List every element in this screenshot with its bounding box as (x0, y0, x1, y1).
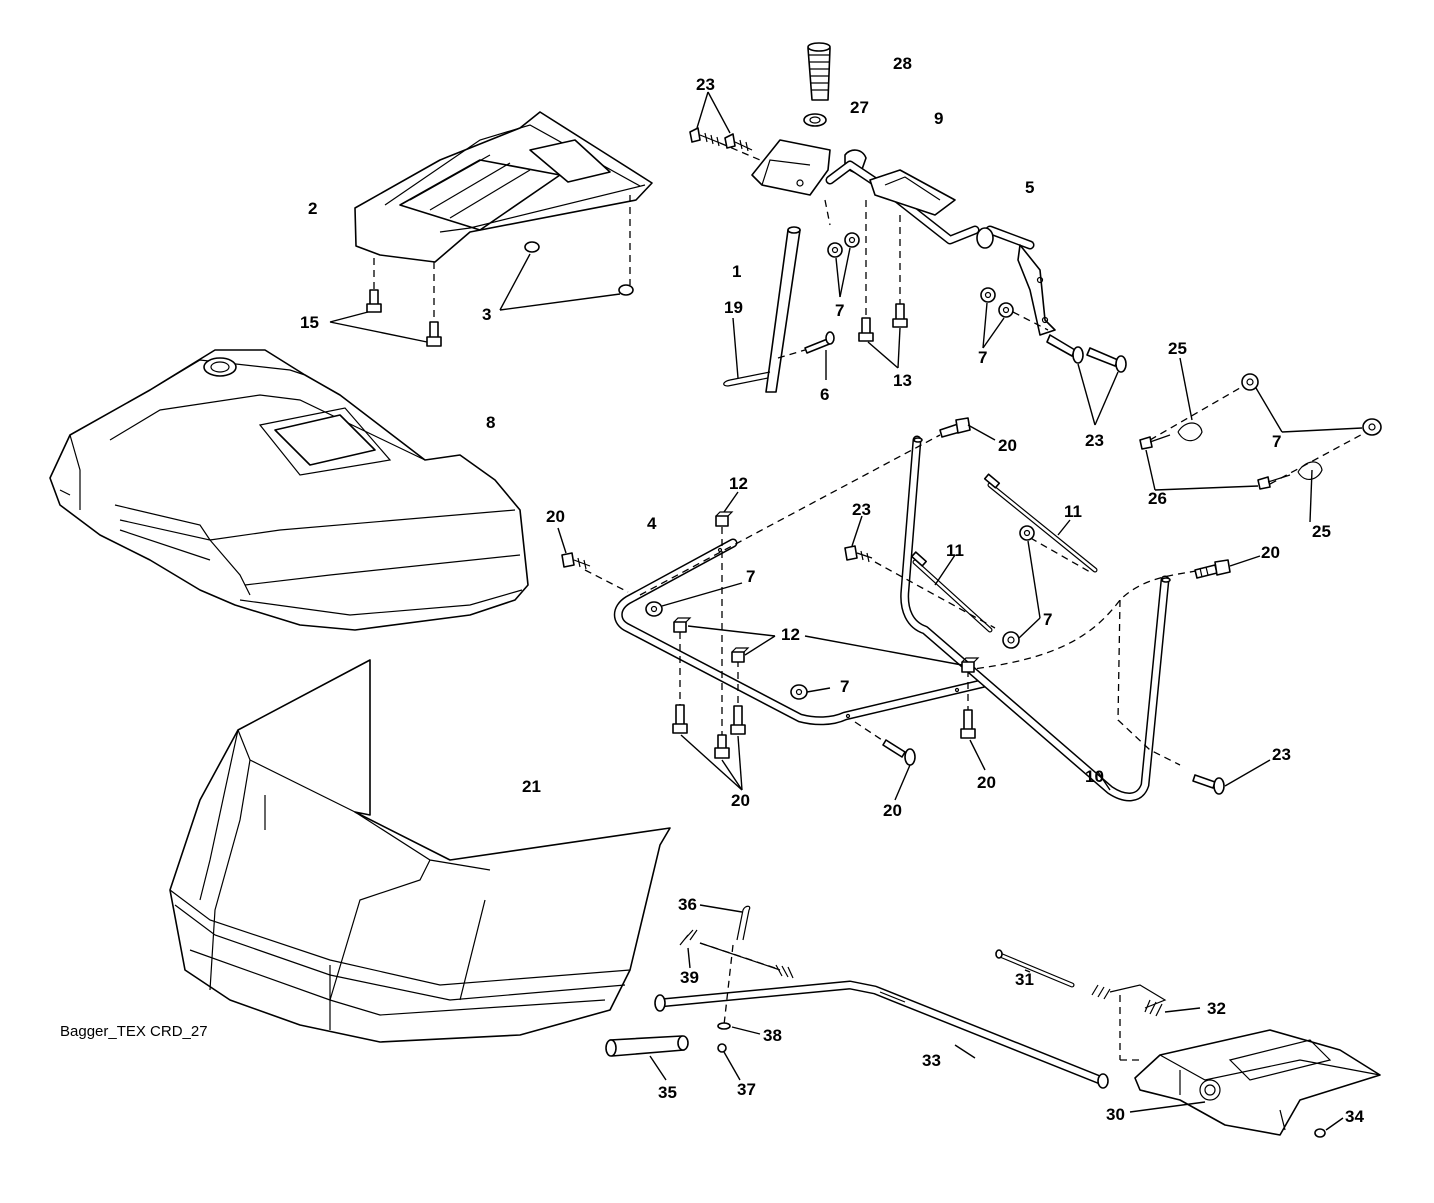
callout-23: 23 (1272, 745, 1291, 764)
callout-20: 20 (977, 773, 996, 792)
callout-15: 15 (300, 313, 319, 332)
callout-4: 4 (647, 514, 657, 533)
callout-34: 34 (1345, 1107, 1364, 1126)
part-32-spring (1091, 984, 1201, 1061)
part-13-bolts (858, 200, 908, 369)
callout-7: 7 (978, 348, 987, 367)
part-15-screws (329, 258, 442, 347)
callout-11: 11 (946, 541, 964, 560)
part-4-frame (613, 538, 990, 726)
part-33-handle (654, 980, 1109, 1089)
part-9-plate (869, 169, 956, 216)
callout-3: 3 (482, 305, 491, 324)
part-3-nuts (499, 195, 634, 311)
callout-7: 7 (1043, 610, 1052, 629)
callout-32: 32 (1207, 999, 1226, 1018)
diagram-caption: Bagger_TEX CRD_27 (60, 1023, 208, 1040)
part-10-frame (900, 435, 1171, 802)
part-35-grip (605, 1035, 689, 1081)
callout-12: 12 (729, 474, 748, 493)
part-30-deflector (1129, 1029, 1381, 1136)
part-28-grip (807, 42, 831, 101)
part-36-pin (699, 904, 751, 941)
part-2-top-cover (354, 111, 653, 263)
callout-20: 20 (1261, 543, 1280, 562)
callout-2: 2 (308, 199, 317, 218)
callout-1: 1 (732, 262, 741, 281)
callout-8: 8 (486, 413, 495, 432)
callout-19: 19 (724, 298, 743, 317)
part-12-square-nuts (673, 491, 980, 673)
part-11-links (910, 473, 1098, 633)
callout-20: 20 (998, 436, 1017, 455)
part-34-clip (1314, 1117, 1344, 1138)
callout-35: 35 (658, 1083, 677, 1102)
callout-37: 37 (737, 1080, 756, 1099)
part-21-bag (169, 659, 671, 1043)
callout-6: 6 (820, 385, 829, 404)
callout-23: 23 (696, 75, 715, 94)
part-6-pin (777, 331, 835, 380)
part-8-hood (49, 349, 529, 631)
callout-11: 11 (1064, 502, 1082, 521)
callout-25: 25 (1168, 339, 1187, 358)
callout-25: 25 (1312, 522, 1331, 541)
callout-12: 12 (781, 625, 800, 644)
part-7-nuts-upper (824, 199, 860, 298)
part-19-cotter-pin (723, 317, 771, 387)
callout-39: 39 (680, 968, 699, 987)
callout-7: 7 (835, 301, 844, 320)
callout-26: 26 (1148, 489, 1167, 508)
part-5-lever (825, 160, 1056, 336)
callout-13: 13 (893, 371, 912, 390)
part-23-bolts-right (1012, 311, 1127, 426)
part-25-26-pins (1139, 357, 1382, 523)
callout-20: 20 (546, 507, 565, 526)
part-27-washer (803, 113, 827, 127)
callout-5: 5 (1025, 178, 1034, 197)
callout-30: 30 (1106, 1105, 1125, 1124)
callout-31: 31 (1015, 970, 1034, 989)
part-7-nuts-right (980, 287, 1014, 349)
callout-23: 23 (1085, 431, 1104, 450)
callout-7: 7 (1272, 432, 1281, 451)
frame-assembly-lines (584, 434, 1201, 766)
callout-23: 23 (852, 500, 871, 519)
part-23-upper-bolts (689, 91, 761, 161)
callout-9: 9 (934, 109, 943, 128)
callout-36: 36 (678, 895, 697, 914)
callout-28: 28 (893, 54, 912, 73)
part-23-frame-bolts (844, 515, 1271, 795)
callout-7: 7 (746, 567, 755, 586)
callout-38: 38 (763, 1026, 782, 1045)
callout-10: 10 (1085, 767, 1104, 786)
part-7-nuts-frame (645, 525, 1041, 700)
callout-labels: 28 27 23 9 5 2 1 7 19 6 13 7 23 15 3 25 … (300, 54, 1364, 1126)
part-38-37-washers (717, 944, 761, 1081)
callout-21: 21 (522, 777, 541, 796)
callout-20: 20 (883, 801, 902, 820)
part-39-spring (679, 929, 794, 979)
callout-33: 33 (922, 1051, 941, 1070)
callout-7: 7 (840, 677, 849, 696)
part-31-axle (995, 949, 1075, 988)
part-1-rod (765, 226, 801, 393)
callout-20: 20 (731, 791, 750, 810)
part-20-bolts (557, 417, 1261, 801)
callout-27: 27 (850, 98, 869, 117)
